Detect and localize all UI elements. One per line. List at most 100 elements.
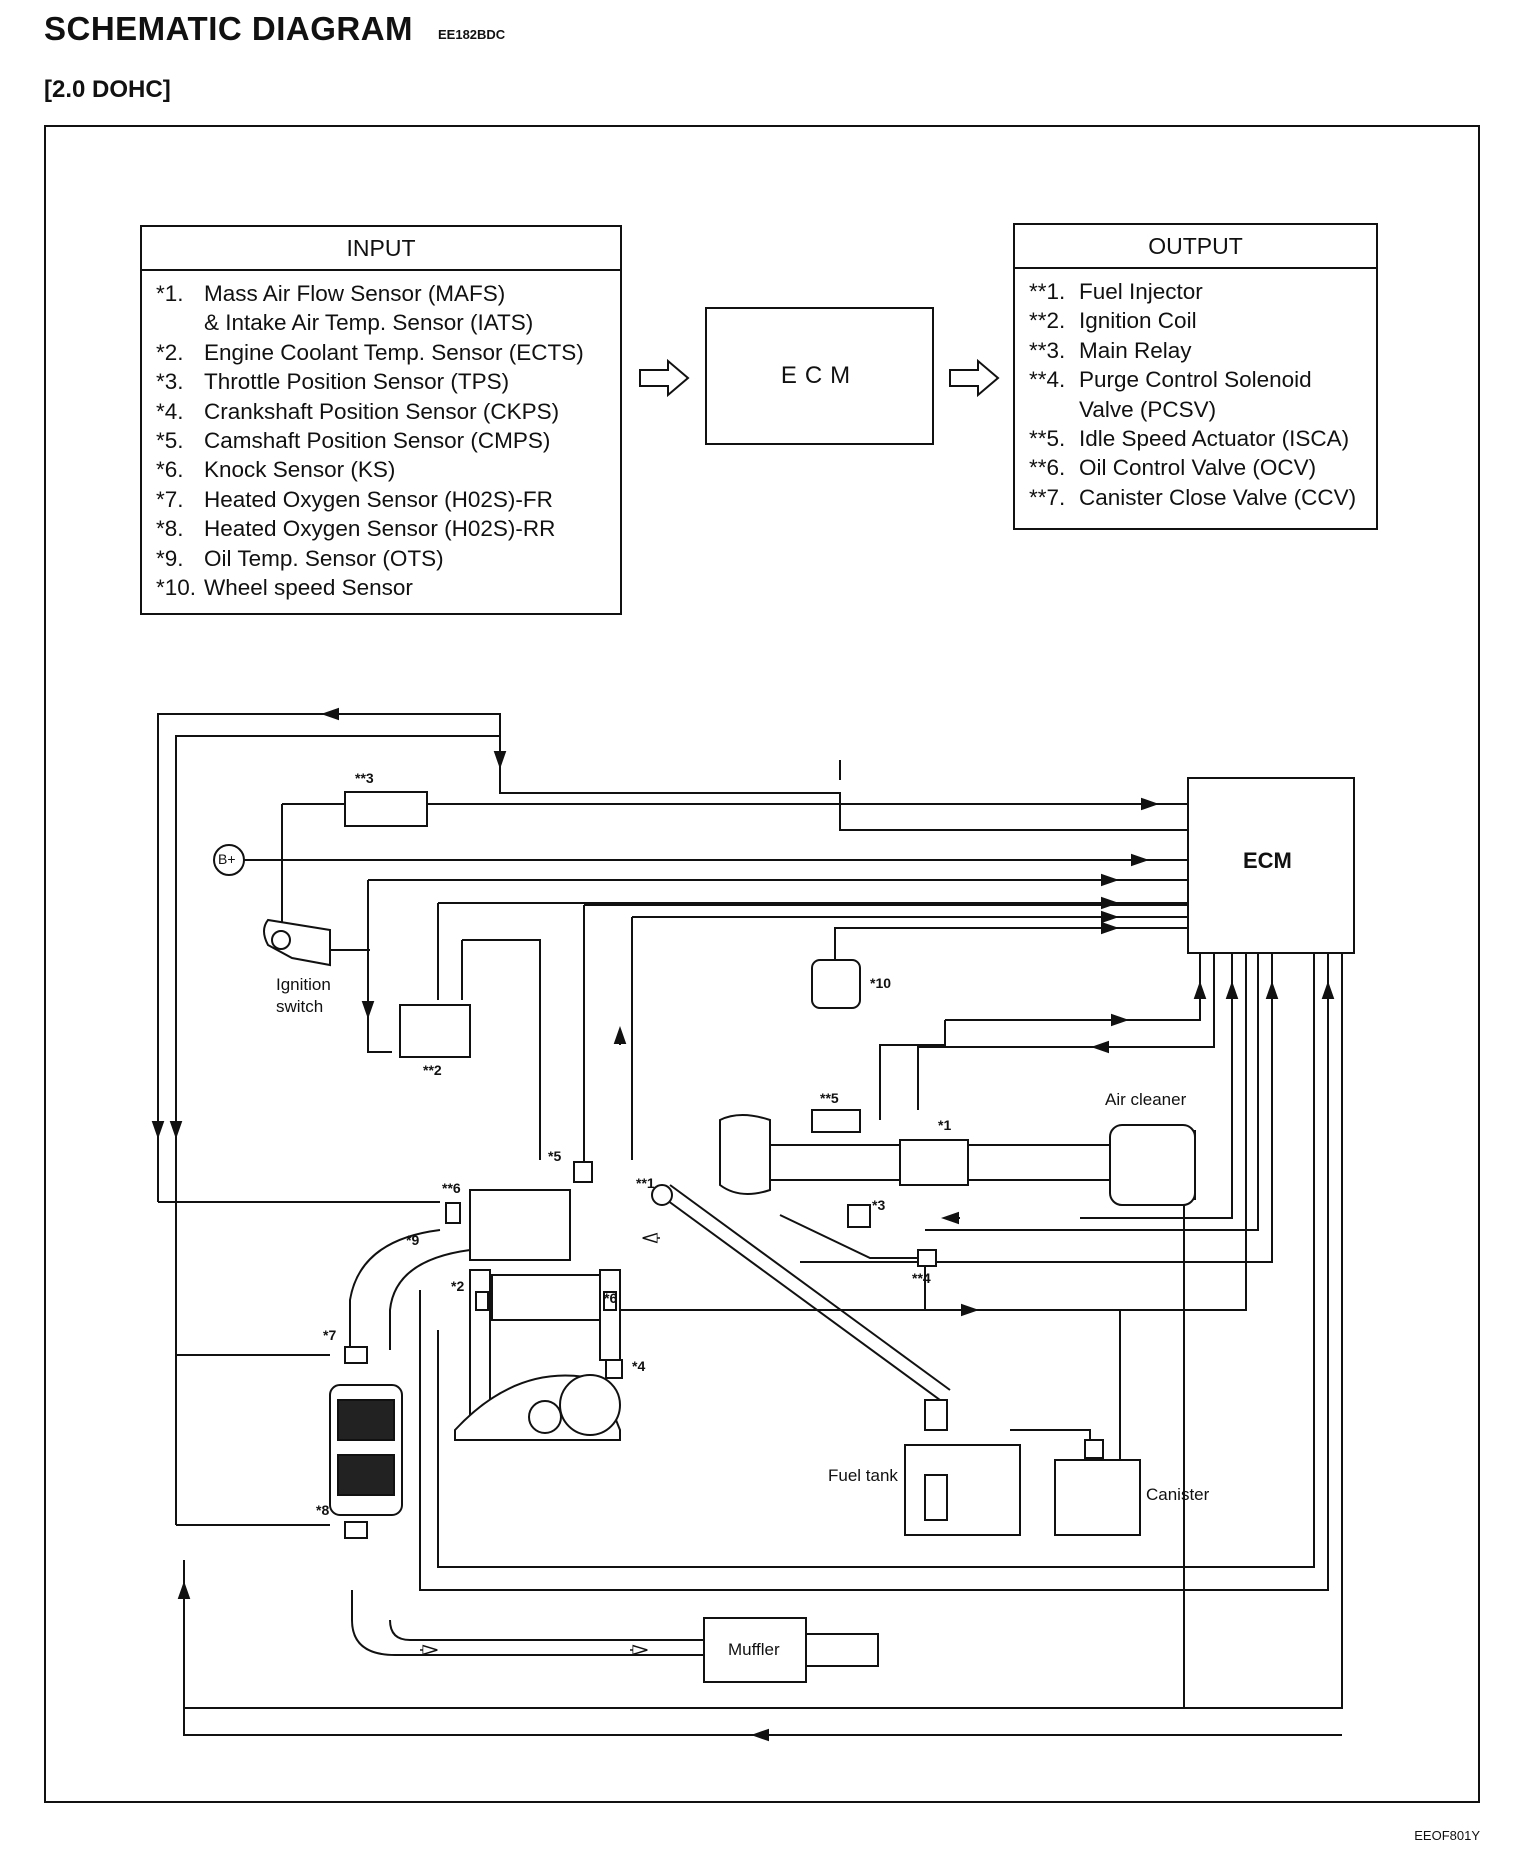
tag-ocv: **6	[442, 1180, 461, 1196]
output-item-text: Main Relay	[1079, 337, 1192, 363]
input-item: & Intake Air Temp. Sensor (IATS)	[156, 308, 610, 337]
ecm-unit-label: ECM	[1243, 848, 1292, 873]
output-item-text: Fuel Injector	[1079, 279, 1203, 304]
output-item: **7. Canister Close Valve (CCV)	[1029, 483, 1366, 512]
diagram-frame	[44, 125, 1480, 1803]
input-item-text: Engine Coolant Temp. Sensor (ECTS)	[204, 339, 584, 365]
input-item-text: Heated Oxygen Sensor (H02S)-RR	[204, 516, 556, 542]
cmps	[573, 1161, 593, 1183]
input-item-text: Camshaft Position Sensor (CMPS)	[204, 428, 551, 454]
piston	[491, 1274, 601, 1321]
input-item: *8. Heated Oxygen Sensor (H02S)-RR	[156, 514, 610, 543]
fuel-tank-label: Fuel tank	[828, 1466, 898, 1485]
input-item-number: *1.	[156, 281, 184, 306]
tag-isca: **5	[820, 1090, 839, 1106]
output-item-number: **1.	[1029, 279, 1066, 304]
input-item: *10. Wheel speed Sensor	[156, 573, 610, 602]
output-item: **3. Main Relay	[1029, 336, 1366, 365]
tag-pcsv: **4	[912, 1270, 931, 1286]
fuel-pump	[924, 1399, 948, 1431]
section-code: EE182BDC	[438, 27, 506, 42]
tag-ignition-coil: **2	[423, 1062, 442, 1078]
ecm-to-output-arrow	[949, 358, 1000, 398]
input-item-text: Wheel speed Sensor	[204, 575, 413, 601]
wire-main-relay-top	[157, 713, 1188, 1202]
tag-ho2s-rr: *8	[316, 1502, 330, 1518]
tag-ckps: *4	[632, 1358, 646, 1374]
ecm-block: ECM	[705, 307, 934, 445]
tag-injector: **1	[636, 1175, 655, 1191]
input-item-number: *8.	[156, 516, 184, 542]
wire-relay-feed	[175, 735, 500, 1355]
knock-sensor	[603, 1291, 617, 1311]
input-panel-title: INPUT	[142, 227, 620, 271]
tag-cmps: *5	[548, 1148, 562, 1164]
output-list: **1. Fuel Injector **2. Ignition Coil **3.…	[1015, 269, 1376, 512]
tag-ects: *2	[451, 1278, 465, 1294]
ocv	[445, 1202, 461, 1224]
input-item-text: & Intake Air Temp. Sensor (IATS)	[204, 310, 534, 336]
output-panel-title: OUTPUT	[1015, 225, 1376, 269]
canister-label: Canister	[1146, 1485, 1210, 1504]
output-item: **6. Oil Control Valve (OCV)	[1029, 453, 1366, 482]
input-item-number: *10.	[156, 575, 197, 601]
muffler-label: Muffler	[728, 1640, 780, 1659]
wheel-speed-sensor	[811, 959, 861, 1009]
tag-wheel-speed: *10	[870, 975, 892, 991]
tag-main-relay: **3	[355, 770, 374, 786]
input-item: *7. Heated Oxygen Sensor (H02S)-FR	[156, 485, 610, 514]
output-item-number: **5.	[1029, 426, 1066, 452]
output-item: **1. Fuel Injector	[1029, 277, 1366, 306]
throttle-body	[719, 1114, 771, 1195]
fuel-injector	[651, 1184, 673, 1206]
input-item-text: Crankshaft Position Sensor (CKPS)	[204, 398, 560, 424]
input-item-text: Knock Sensor (KS)	[204, 457, 396, 483]
tag-tps: *3	[872, 1197, 886, 1213]
ects	[475, 1291, 489, 1311]
input-item: *6.Knock Sensor (KS)	[156, 455, 610, 484]
input-item-number: *7.	[156, 486, 184, 512]
canister	[1054, 1459, 1141, 1536]
output-item-number: **2.	[1029, 308, 1066, 334]
ccv	[1084, 1439, 1104, 1459]
input-item: *9. Oil Temp. Sensor (OTS)	[156, 544, 610, 573]
input-item-text: Heated Oxygen Sensor (H02S)-FR	[204, 486, 553, 512]
input-item: *1.Mass Air Flow Sensor (MAFS)	[156, 279, 610, 308]
input-panel: INPUT *1.Mass Air Flow Sensor (MAFS) & I…	[140, 225, 622, 615]
input-item: *4.Crankshaft Position Sensor (CKPS)	[156, 397, 610, 426]
battery-label: B+	[218, 851, 236, 867]
crankshaft-wheel	[559, 1374, 621, 1436]
output-item-number: **6.	[1029, 455, 1066, 481]
tag-mafs: *1	[938, 1117, 952, 1133]
air-cleaner	[1109, 1124, 1196, 1206]
input-item: *5. Camshaft Position Sensor (CMPS)	[156, 426, 610, 455]
output-item-number: **3.	[1029, 337, 1066, 363]
maf-sensor	[899, 1139, 969, 1186]
output-item-text: Ignition Coil	[1079, 308, 1197, 334]
input-item-number: *9.	[156, 545, 184, 571]
page-title: SCHEMATIC DIAGRAM	[44, 10, 414, 47]
battery-terminal	[213, 844, 245, 876]
input-item-text: Oil Temp. Sensor (OTS)	[204, 545, 444, 571]
cylinder-head	[469, 1189, 571, 1261]
engine-subtitle: [2.0 DOHC]	[44, 76, 171, 103]
ho2s-fr	[344, 1346, 368, 1364]
output-item: **2. Ignition Coil	[1029, 306, 1366, 335]
fuel-tank	[904, 1444, 1021, 1536]
input-item-number: *5.	[156, 428, 184, 454]
pcsv	[917, 1249, 937, 1267]
output-item-text: Idle Speed Actuator (ISCA)	[1079, 426, 1350, 452]
ckps	[605, 1359, 623, 1379]
output-item-text: Purge Control Solenoid	[1079, 367, 1312, 393]
output-item: **5. Idle Speed Actuator (ISCA)	[1029, 424, 1366, 453]
input-item-text: Throttle Position Sensor (TPS)	[204, 369, 510, 395]
ignition-label-line2: switch	[276, 997, 324, 1016]
output-item-number: **7.	[1029, 484, 1066, 510]
ignition-label-line1: Ignition	[276, 975, 331, 994]
output-item-text: Oil Control Valve (OCV)	[1079, 455, 1317, 481]
input-item-number: *3.	[156, 369, 184, 395]
input-to-ecm-arrow	[639, 358, 690, 398]
output-item-text: Canister Close Valve (CCV)	[1079, 484, 1357, 510]
input-item: *3. Throttle Position Sensor (TPS)	[156, 367, 610, 396]
